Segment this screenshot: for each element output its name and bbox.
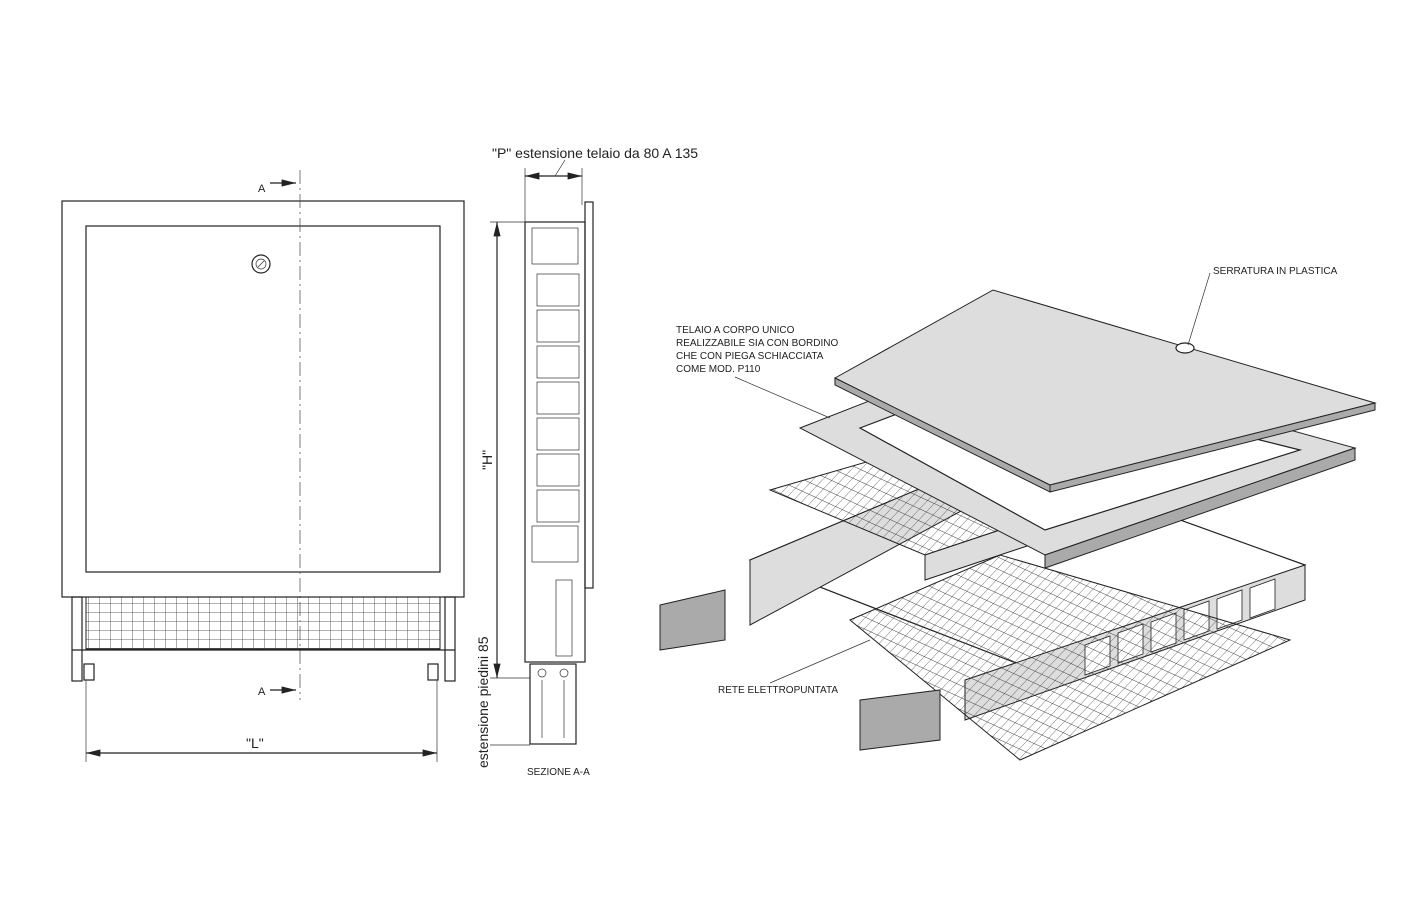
bottom-mesh — [849, 554, 1292, 761]
mesh-grid — [85, 596, 441, 650]
mesh-leader-line — [769, 639, 871, 684]
leg-slide — [555, 579, 573, 657]
bracket-left — [659, 589, 726, 651]
frame-edge — [1044, 447, 1356, 569]
right-foot — [427, 663, 439, 681]
depth-leader-line — [554, 159, 566, 177]
frame-leader-line — [734, 376, 831, 419]
section-title: SEZIONE A-A — [527, 767, 590, 778]
lock-note: SERRATURA IN PLASTICA — [1213, 266, 1338, 277]
door-panel — [85, 225, 441, 573]
left-leg — [71, 596, 83, 682]
upper-bracket — [531, 227, 579, 265]
isometric-view: SERRATURA IN PLASTICA TELAIO A CORPO UNI… — [659, 266, 1377, 761]
foot-screw-right — [559, 668, 569, 678]
mesh-note: RETE ELETTROPUNTATA — [718, 685, 838, 696]
right-leg — [444, 596, 456, 682]
manifold-slots — [536, 273, 580, 523]
frame-note-line: TELAIO A CORPO UNICO — [676, 325, 795, 336]
foot-screw-left — [537, 668, 547, 678]
frame-section — [584, 201, 594, 589]
cabinet-section — [524, 221, 586, 663]
lid-edge-right — [1049, 402, 1376, 493]
feet-label: estensione piedini 85 — [475, 636, 491, 768]
lock-icon — [251, 254, 271, 274]
left-foot — [83, 663, 95, 681]
foot-extension — [529, 663, 577, 745]
outer-frame — [61, 200, 465, 598]
frame-note-line: REALIZZABILE SIA CON BORDINO — [676, 338, 838, 349]
lower-bracket — [531, 525, 579, 563]
width-label: "L" — [246, 735, 264, 751]
frame-note: TELAIO A CORPO UNICO REALIZZABILE SIA CO… — [676, 325, 838, 375]
lock-leader-line — [1187, 272, 1211, 346]
frame-note-line: COME MOD. P110 — [676, 364, 761, 375]
height-label: "H" — [479, 450, 495, 470]
frame-note-line: CHE CON PIEGA SCHIACCIATA — [676, 351, 824, 362]
front-view: A A "L" — [61, 170, 465, 762]
section-mark-bottom: A — [258, 686, 266, 698]
section-view: "P" estensione telaio da 80 A 135 "H" es… — [475, 145, 698, 778]
bracket-right — [859, 689, 941, 751]
section-mark-top: A — [258, 183, 266, 195]
lock-icon — [1175, 342, 1195, 354]
depth-label: "P" estensione telaio da 80 A 135 — [492, 145, 698, 161]
